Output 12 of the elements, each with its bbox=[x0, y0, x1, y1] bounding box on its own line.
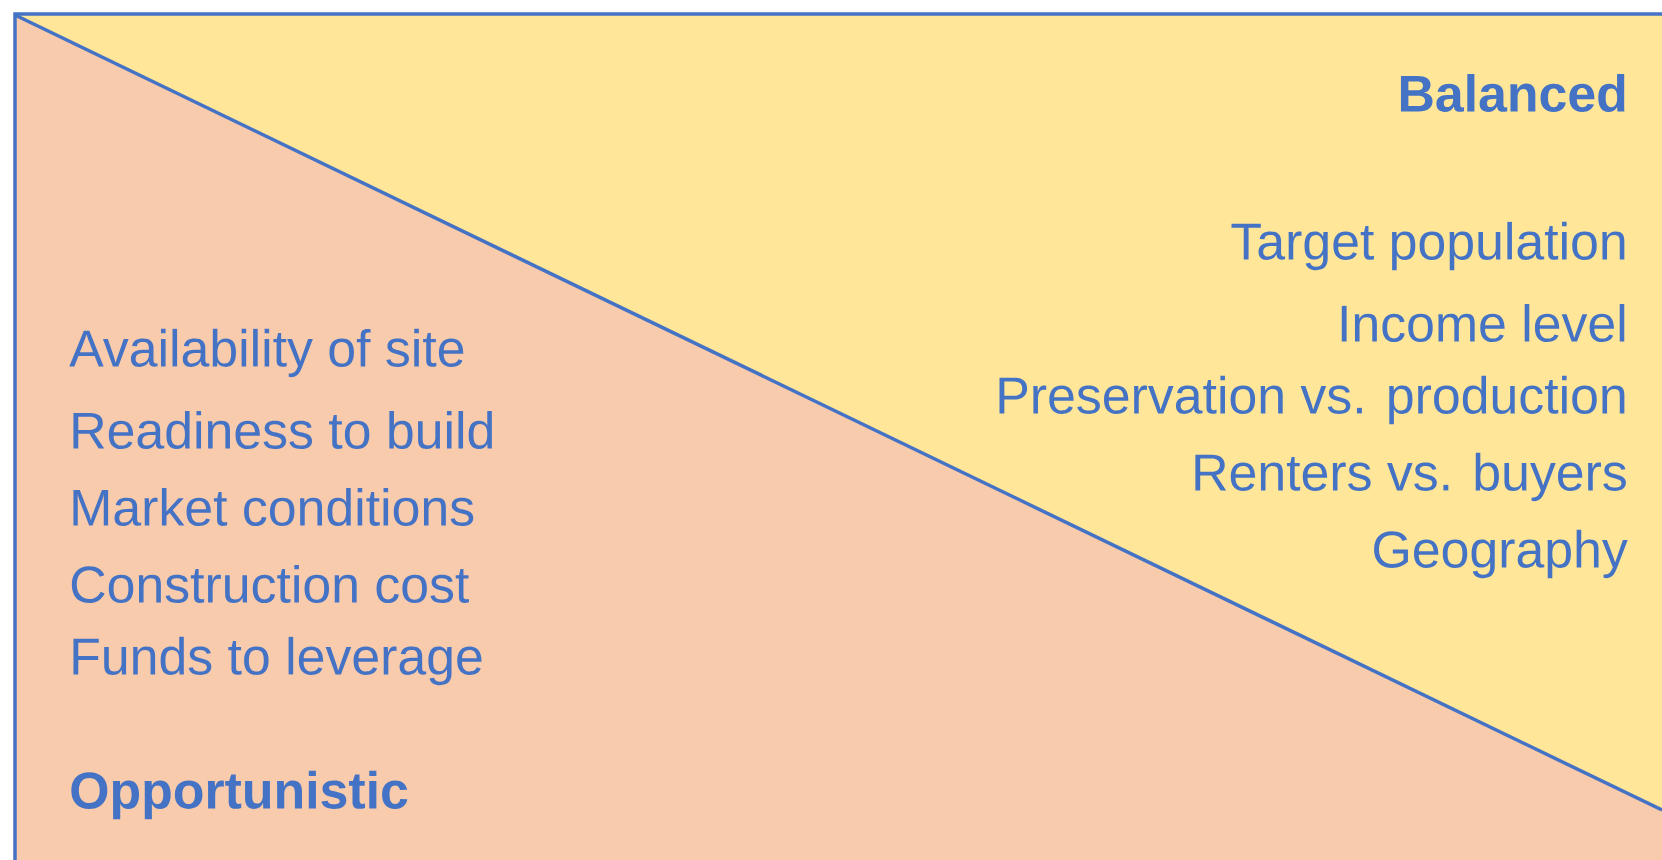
list-item: Construction cost bbox=[71, 565, 469, 604]
list-item: Availability of site bbox=[69, 328, 464, 378]
list-item: Geography bbox=[1374, 529, 1628, 579]
heading: Opportunistic bbox=[71, 770, 408, 820]
list-item: Readiness to build bbox=[73, 410, 492, 449]
list-item: Income level bbox=[1341, 303, 1625, 342]
heading: Balanced bbox=[1400, 73, 1625, 112]
list-item: Funds to leverage bbox=[73, 636, 482, 686]
list-item: Renters vs. buyers bbox=[1195, 452, 1626, 502]
list-item: Target population bbox=[1231, 221, 1625, 271]
list-item: Market conditions bbox=[73, 488, 474, 526]
list-item: Preservation vs. production bbox=[999, 375, 1625, 425]
